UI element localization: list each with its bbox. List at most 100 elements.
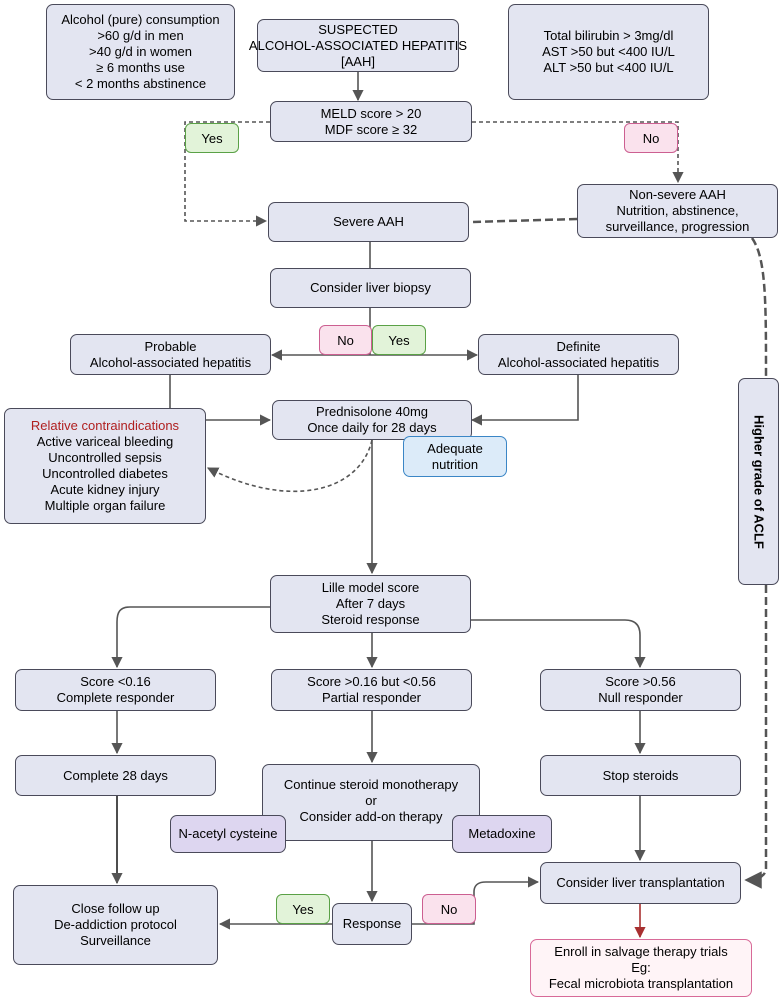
suspected-line: SUSPECTED [318, 21, 398, 37]
non-severe-line: Nutrition, abstinence, [616, 203, 739, 218]
continue-line: Continue steroid monotherapy [283, 777, 459, 792]
stop-label: Stop steroids [602, 767, 679, 783]
metadoxine-label: Metadoxine [468, 826, 536, 841]
nutrition-line: Adequate [427, 440, 483, 456]
contraindication-item: Uncontrolled diabetes [42, 466, 168, 481]
arrow-aclf-transplant [744, 585, 768, 889]
arrow-yes-severe [184, 121, 270, 227]
contraindication-item: Multiple organ failure [44, 498, 166, 513]
probable-aah-box: Probable Alcohol-associated hepatitis [70, 334, 271, 375]
alcohol-criteria-line: < 2 months abstinence [74, 76, 207, 91]
response-box: Response [332, 903, 412, 945]
aclf-label: Higher grade of ACLF [751, 414, 767, 549]
prednisolone-line: Prednisolone 40mg [315, 404, 429, 419]
no-label: No [319, 325, 372, 355]
salvage-line: Eg: [631, 960, 651, 975]
meld-line: MELD score > 20 [320, 105, 422, 121]
lab-criteria-line: ALT >50 but <400 IU/L [543, 60, 674, 75]
contraindications-title: Relative contraindications [30, 418, 180, 433]
continue-line: or [365, 793, 377, 808]
metadoxine-box: Metadoxine [452, 815, 552, 853]
followup-line: Surveillance [80, 933, 151, 948]
lab-criteria-line: Total bilirubin > 3mg/dl [543, 28, 674, 43]
partial-line: Partial responder [322, 690, 421, 705]
null-line: Null responder [598, 690, 683, 705]
continue-steroid-box: Continue steroid monotherapy or Consider… [262, 764, 480, 841]
partial-responder-box: Score >0.16 but <0.56 Partial responder [271, 669, 472, 711]
non-severe-aah-box: Non-severe AAH Nutrition, abstinence, su… [577, 184, 778, 238]
lab-criteria-box: Total bilirubin > 3mg/dl AST >50 but <40… [508, 4, 709, 100]
suspected-line: [AAH] [341, 53, 375, 69]
contraindication-item: Active variceal bleeding [36, 434, 174, 449]
link-nonsevere-severe [470, 217, 578, 224]
yes-label: Yes [276, 894, 330, 924]
contraindications-box: Relative contraindications Active varice… [4, 408, 206, 524]
arrow-pred-contra [207, 439, 373, 493]
prednisolone-line: Once daily for 28 days [307, 420, 437, 435]
alcohol-criteria-box: Alcohol (pure) consumption >60 g/d in me… [46, 4, 235, 100]
probable-line: Alcohol-associated hepatitis [89, 354, 252, 370]
probable-line: Probable [144, 338, 197, 354]
prednisolone-box: Prednisolone 40mg Once daily for 28 days [272, 400, 472, 440]
n-acetyl-cysteine-box: N-acetyl cysteine [170, 815, 286, 853]
arrow-lille-null [470, 619, 646, 669]
liver-biopsy-box: Consider liver biopsy [270, 268, 471, 308]
lab-criteria-line: AST >50 but <400 IU/L [542, 44, 675, 59]
no-label: No [624, 123, 678, 153]
non-severe-line: Non-severe AAH [629, 187, 726, 202]
meld-score-box: MELD score > 20 MDF score ≥ 32 [270, 101, 472, 142]
yes-label: Yes [185, 123, 239, 153]
definite-line: Alcohol-associated hepatitis [497, 354, 660, 370]
arrow-response-transplant [412, 876, 540, 925]
null-responder-box: Score >0.56 Null responder [540, 669, 741, 711]
nac-label: N-acetyl cysteine [178, 826, 278, 841]
severe-aah-box: Severe AAH [268, 202, 469, 242]
arrow-definite-pred [470, 375, 579, 426]
meld-line: MDF score ≥ 32 [324, 121, 418, 137]
adequate-nutrition-box: Adequate nutrition [403, 436, 507, 477]
lille-line: After 7 days [335, 596, 406, 611]
arrow-no-nonsevere [472, 121, 684, 184]
yes-label: Yes [372, 325, 426, 355]
partial-line: Score >0.16 but <0.56 [307, 674, 436, 689]
null-line: Score >0.56 [605, 674, 676, 689]
stop-steroids-box: Stop steroids [540, 755, 741, 796]
salvage-line: Fecal microbiota transplantation [548, 976, 734, 991]
complete-line: Complete responder [56, 690, 175, 705]
complete-line: Score <0.16 [80, 674, 151, 689]
lille-line: Lille model score [321, 580, 420, 595]
complete-28-label: Complete 28 days [63, 767, 168, 783]
alcohol-criteria-line: ≥ 6 months use [96, 60, 185, 75]
contraindication-item: Uncontrolled sepsis [48, 450, 162, 465]
nutrition-line: nutrition [431, 456, 479, 472]
alcohol-criteria-line: Alcohol (pure) consumption [61, 12, 220, 27]
liver-transplant-box: Consider liver transplantation [540, 862, 741, 904]
aclf-box: Higher grade of ACLF [738, 378, 779, 585]
no-label: No [422, 894, 476, 924]
biopsy-label: Consider liver biopsy [310, 280, 431, 295]
severe-label: Severe AAH [333, 214, 404, 229]
contraindication-item: Acute kidney injury [50, 482, 160, 497]
transplant-label: Consider liver transplantation [556, 875, 725, 890]
complete-28-days-box: Complete 28 days [15, 755, 216, 796]
link-nonsevere-aclf [750, 237, 768, 379]
lille-line: Steroid response [321, 612, 420, 627]
non-severe-line: surveillance, progression [605, 219, 750, 234]
suspected-line: ALCOHOL-ASSOCIATED HEPATITIS [248, 37, 468, 53]
alcohol-criteria-line: >40 g/d in women [89, 44, 192, 59]
followup-line: Close follow up [71, 901, 160, 916]
salvage-line: Enroll in salvage therapy trials [554, 944, 728, 959]
complete-responder-box: Score <0.16 Complete responder [15, 669, 216, 711]
definite-line: Definite [556, 338, 601, 354]
definite-aah-box: Definite Alcohol-associated hepatitis [478, 334, 679, 375]
follow-up-box: Close follow up De-addiction protocol Su… [13, 885, 218, 965]
continue-line: Consider add-on therapy [299, 809, 443, 824]
alcohol-criteria-line: >60 g/d in men [97, 28, 184, 43]
arrow-lille-complete [111, 606, 270, 669]
response-label: Response [342, 916, 402, 931]
salvage-therapy-box: Enroll in salvage therapy trials Eg: Fec… [530, 939, 752, 997]
followup-line: De-addiction protocol [54, 917, 177, 932]
lille-score-box: Lille model score After 7 days Steroid r… [270, 575, 471, 633]
suspected-aah-box: SUSPECTED ALCOHOL-ASSOCIATED HEPATITIS [… [249, 19, 467, 72]
